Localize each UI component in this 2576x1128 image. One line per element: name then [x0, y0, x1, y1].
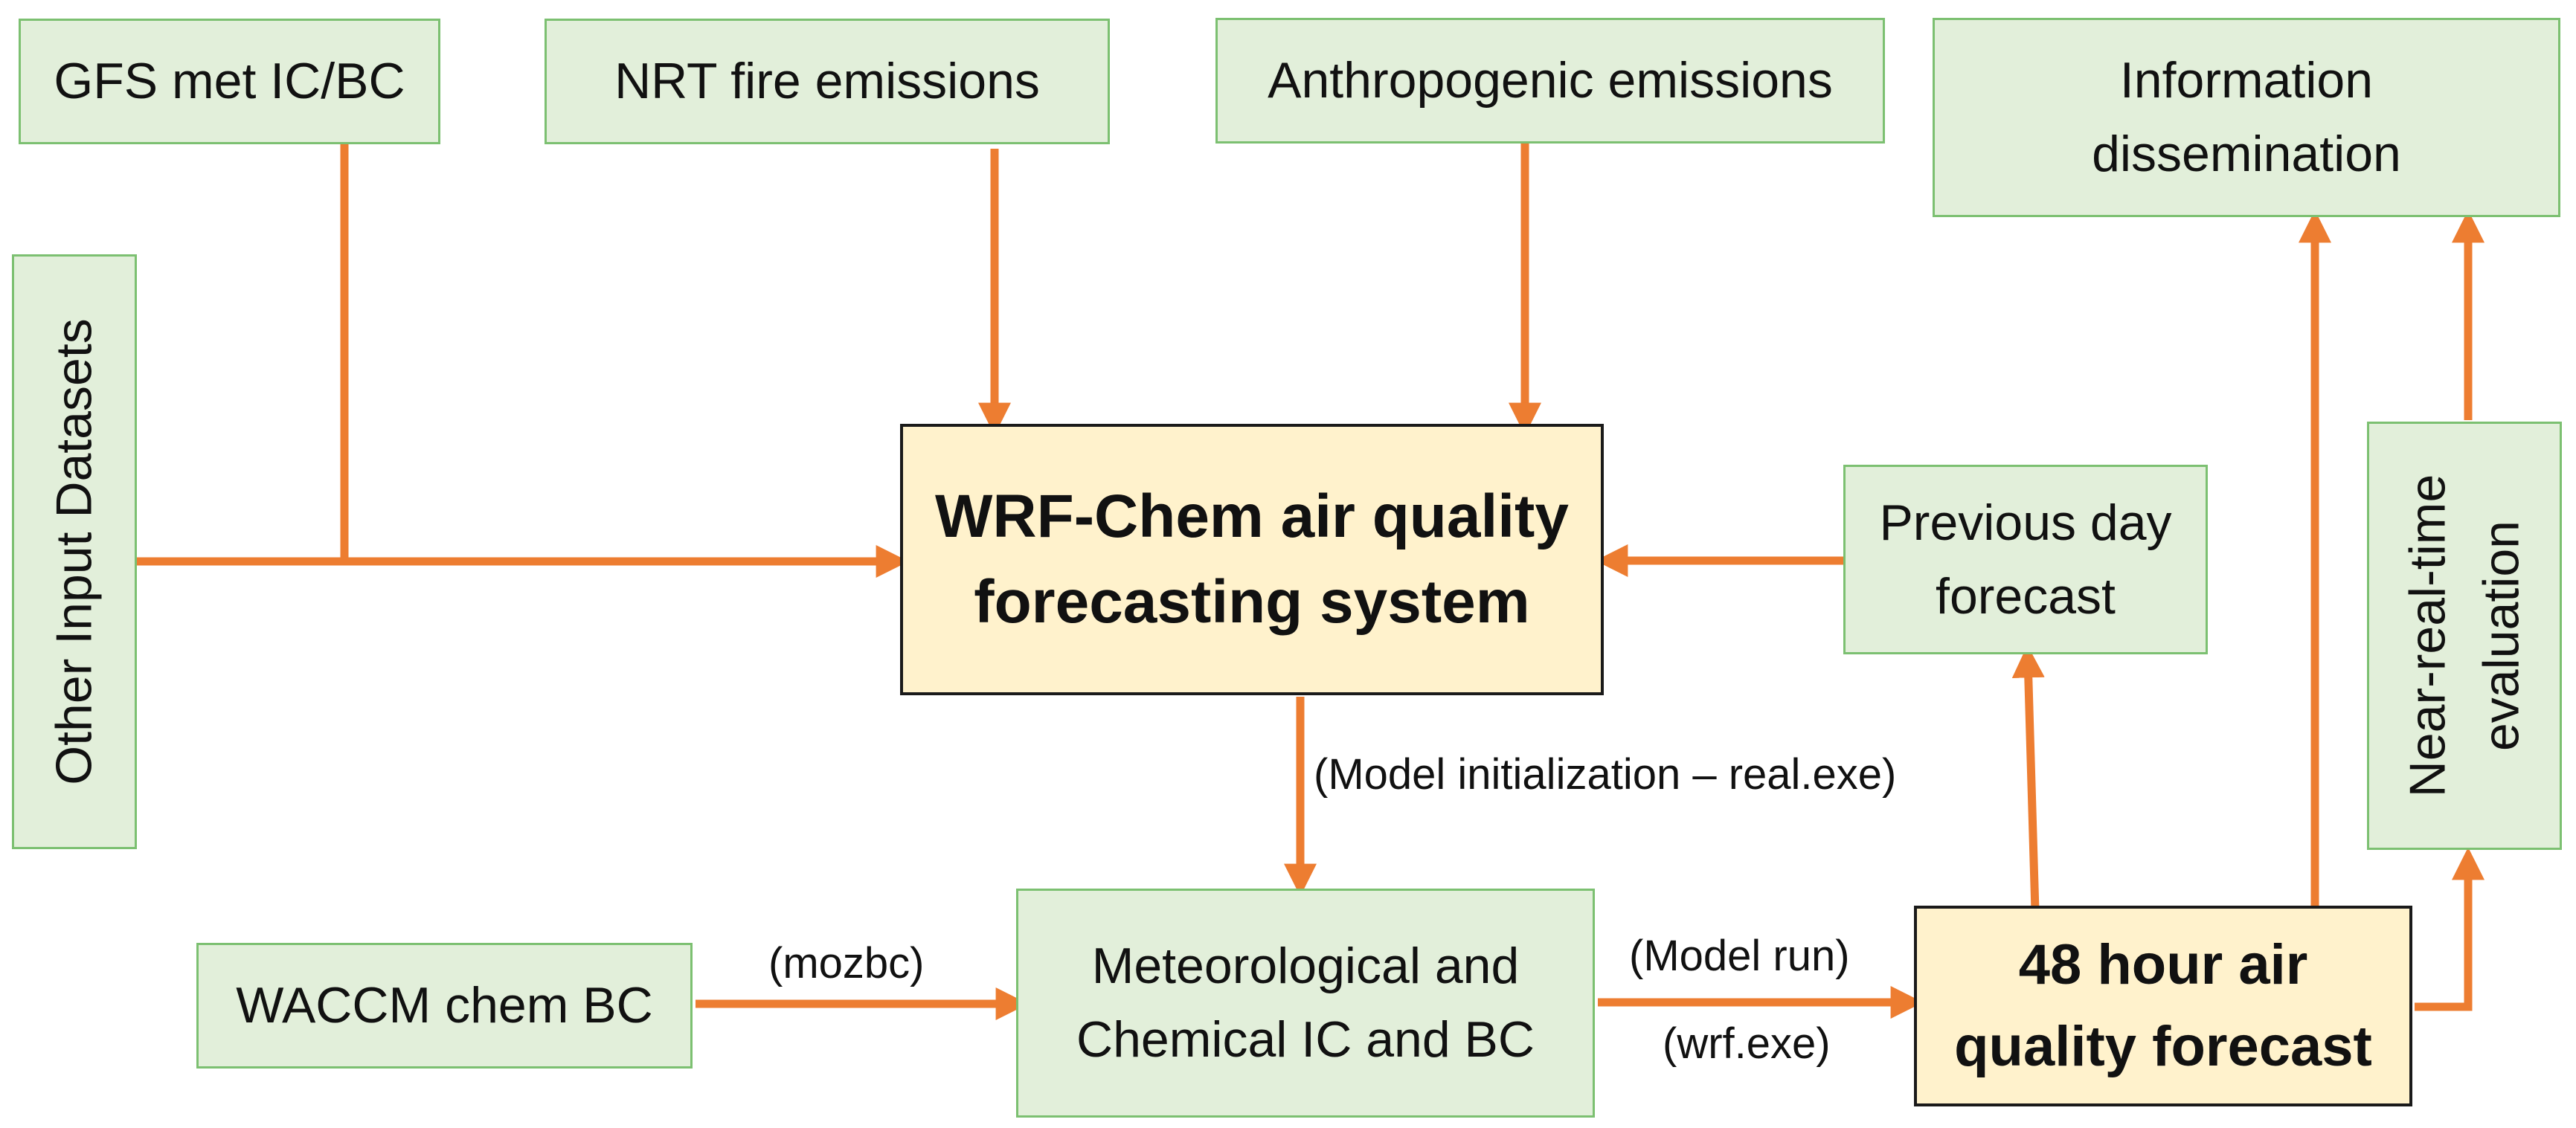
near-real-time-evaluation-line1: Near-real-time [2399, 474, 2456, 798]
near-real-time-evaluation-line2: evaluation [2473, 520, 2529, 752]
wrf-exe-label: (wrf.exe) [1663, 1019, 1831, 1068]
anthropogenic-emissions-label: Anthropogenic emissions [1268, 52, 1833, 109]
arrow-48h-forecast-to-evaluation [2415, 847, 2485, 1011]
wrf-chem-line2: forecasting system [974, 567, 1530, 636]
waccm-chem-bc-label: WACCM chem BC [236, 977, 653, 1034]
previous-day-forecast-box: Previous day forecast [1843, 465, 2208, 654]
mozbc-label: (mozbc) [768, 939, 925, 987]
arrow-48h-forecast-to-previous-day [2011, 645, 2045, 912]
information-dissemination-line2: dissemination [2092, 126, 2401, 182]
wrf-chem-box: WRF-Chem air quality forecasting system [900, 424, 1604, 695]
48-hour-forecast-line1: 48 hour air [2018, 932, 2308, 996]
information-dissemination-line1: Information [2119, 52, 2374, 109]
gfs-met-label: GFS met IC/BC [54, 53, 405, 110]
waccm-chem-bc-box: WACCM chem BC [196, 943, 693, 1069]
nrt-fire-emissions-label: NRT fire emissions [614, 53, 1040, 110]
previous-day-forecast-line1: Previous day [1879, 494, 2172, 551]
nrt-fire-emissions-box: NRT fire emissions [545, 19, 1110, 144]
model-initialization-label: (Model initialization – real.exe) [1314, 750, 1897, 799]
48-hour-forecast-box: 48 hour air quality forecast [1914, 906, 2412, 1106]
previous-day-forecast-line2: forecast [1936, 567, 2116, 625]
near-real-time-evaluation-label: Near-real-time evaluation [2391, 474, 2537, 798]
model-run-label: (Model run) [1629, 932, 1850, 980]
wrf-chem-line1: WRF-Chem air quality [935, 482, 1569, 550]
other-input-datasets-box [12, 254, 137, 849]
near-real-time-evaluation-box [2367, 422, 2562, 850]
met-chem-ic-bc-line1: Meteorological and [1091, 938, 1520, 995]
gfs-met-box: GFS met IC/BC [19, 19, 440, 144]
met-chem-ic-bc-box: Meteorological and Chemical IC and BC [1016, 889, 1595, 1118]
48-hour-forecast-line2: quality forecast [1954, 1015, 2372, 1078]
anthropogenic-emissions-box: Anthropogenic emissions [1215, 18, 1885, 144]
met-chem-ic-bc-line2: Chemical IC and BC [1076, 1011, 1535, 1068]
other-input-datasets-label: Other Input Datasets [45, 318, 103, 785]
information-dissemination-box: Information dissemination [1933, 18, 2560, 217]
